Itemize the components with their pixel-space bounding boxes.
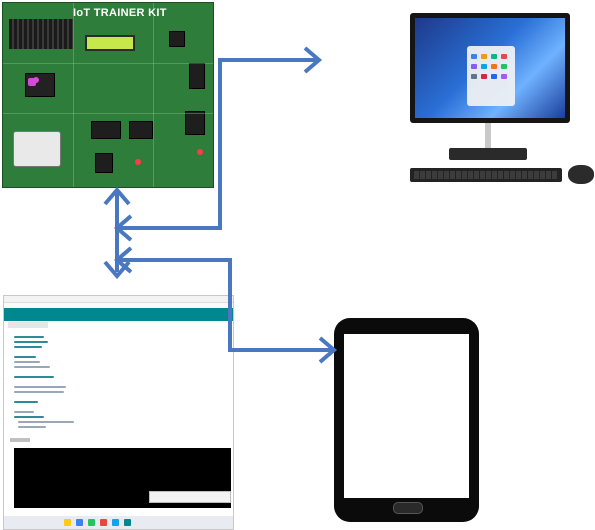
microcontroller-module — [25, 73, 55, 97]
arrowhead-right-tablet — [318, 336, 338, 364]
pcb-trace — [3, 113, 213, 114]
connector-block — [189, 63, 205, 89]
pin-header — [9, 19, 73, 49]
iot-trainer-kit-board: IoT TRAINER KIT — [2, 2, 214, 188]
editor-titlebar — [4, 296, 233, 303]
console-label — [10, 438, 30, 442]
status-led — [197, 149, 203, 155]
notification-popup — [149, 491, 231, 503]
sensor-module — [13, 131, 61, 167]
code-editor-screenshot — [3, 295, 234, 530]
desktop-computer-icon — [410, 13, 570, 123]
status-led — [135, 159, 141, 165]
monitor-base — [449, 148, 527, 160]
arrowheads — [103, 46, 338, 364]
home-button — [393, 502, 423, 514]
connector-lines — [115, 58, 334, 352]
monitor-stand — [485, 123, 491, 149]
keyboard-icon — [410, 168, 562, 182]
editor-menubar — [4, 303, 233, 308]
code-area — [8, 332, 228, 432]
tablet-icon — [334, 318, 479, 522]
component-chip — [95, 153, 113, 173]
os-taskbar — [4, 516, 233, 529]
connector-block — [185, 111, 205, 135]
status-led — [33, 77, 39, 83]
tablet-screen — [344, 334, 469, 498]
arrowhead-left-lower — [113, 246, 133, 274]
relay-chip — [91, 121, 121, 139]
tablet-link — [117, 258, 334, 352]
pcb-trace — [3, 63, 213, 64]
component-chip — [169, 31, 185, 47]
pcb-trace — [153, 3, 154, 187]
relay-chip — [129, 121, 153, 139]
arrowhead-right-computer — [303, 46, 323, 74]
start-menu — [467, 46, 515, 106]
arrowhead-left-upper — [113, 214, 133, 242]
lcd-display — [85, 35, 135, 51]
monitor-screen — [415, 18, 565, 118]
mouse-icon — [568, 165, 594, 184]
arrowhead-up — [103, 186, 131, 206]
computer-link — [117, 58, 319, 230]
editor-tab — [8, 322, 48, 328]
pcb-trace — [73, 3, 74, 187]
editor-toolbar — [4, 308, 233, 321]
board-title: IoT TRAINER KIT — [73, 7, 167, 19]
